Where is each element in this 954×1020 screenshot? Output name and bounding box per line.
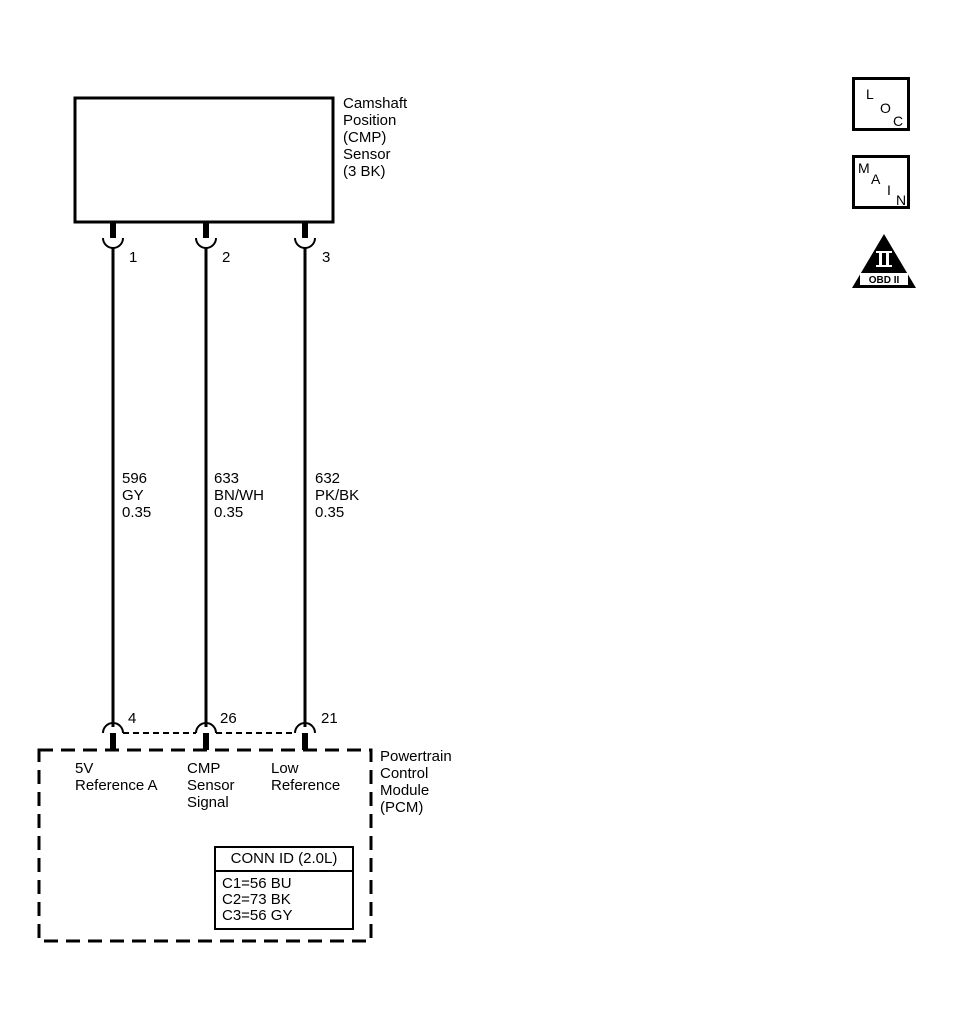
wire-circuit: 596 [122,470,148,487]
module-pin-26: 26 [220,710,237,727]
sensor-pin-2: 2 [222,249,231,266]
loc-icon[interactable]: L O C [852,77,910,131]
conn-id-title: CONN ID (2.0L) [216,848,352,872]
loc-letter: C [893,113,904,129]
conn-id-row: C3=56 GY [222,907,293,924]
wire-gauge: 0.35 [214,504,244,521]
conn-id-rows: C1=56 BU C2=73 BK C3=56 GY [222,876,292,924]
terminal-label-cmp-signal: CMP Sensor Signal [187,760,235,811]
wire-color: BN/WH [214,487,264,504]
main-letter: A [871,171,881,187]
conn-id-box: CONN ID (2.0L) C1=56 BU C2=73 BK C3=56 G… [214,846,354,930]
wire-gauge: 0.35 [122,504,152,521]
loc-letter: L [866,86,874,102]
main-letter: N [896,192,907,208]
sensor-connector-pins [102,222,316,249]
cmp-sensor-body [73,96,335,224]
obd-caption: OBD II [869,275,900,286]
obd-ii-icon: OBD II [852,234,916,288]
wire-gauge: 0.35 [315,504,345,521]
module-pin-21: 21 [321,710,338,727]
pcm-label: Powertrain Control Module (PCM) [380,748,452,816]
wire-color: PK/BK [315,487,360,504]
wire-label-633: 633 BN/WH 0.35 [214,470,264,521]
sensor-label: Camshaft Position (CMP) Sensor (3 BK) [343,95,408,180]
main-icon[interactable]: M A I N [852,155,910,209]
conn-id-row: C1=56 BU [222,875,292,892]
main-letter: I [887,182,891,198]
module-pin-4: 4 [128,710,137,727]
wire-label-596: 596 GY 0.35 [122,470,151,521]
conn-id-row: C2=73 BK [222,891,291,908]
wire-label-632: 632 PK/BK 0.35 [315,470,359,521]
module-connector-pins [102,722,316,750]
sensor-pin-3: 3 [322,249,331,266]
main-letter: M [858,160,870,176]
wire-circuit: 632 [315,470,341,487]
loc-letter: O [880,100,891,116]
terminal-label-5v-reference: 5V Reference A [75,760,158,794]
wire-circuit: 633 [214,470,240,487]
pcm-outline [37,748,373,943]
wire-color: GY [122,487,144,504]
terminal-label-low-reference: Low Reference [271,760,341,794]
sensor-pin-1: 1 [129,249,138,266]
